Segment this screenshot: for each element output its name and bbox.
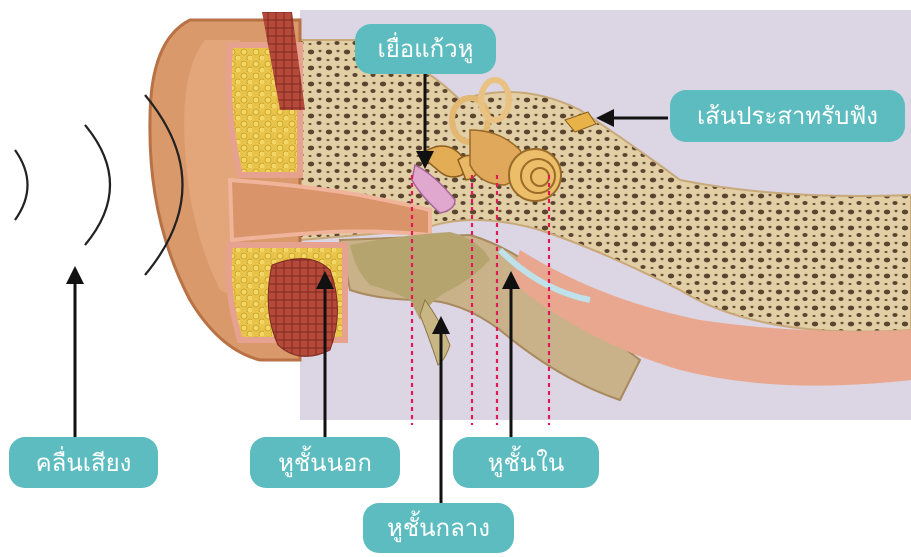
inner-ear-label: หูชั้นใน bbox=[453, 437, 599, 488]
outer-ear-label: หูชั้นนอก bbox=[250, 437, 400, 488]
auditory-nerve-label: เส้นประสาทรับฟัง bbox=[670, 90, 905, 142]
sound-wave-arc-2 bbox=[85, 125, 110, 245]
middle-ear-label: หูชั้นกลาง bbox=[363, 503, 514, 553]
sound-wave-arc-1 bbox=[15, 150, 28, 220]
eardrum-label: เยื่อแก้วหู bbox=[355, 24, 496, 74]
sound-wave-label: คลื่นเสียง bbox=[9, 437, 158, 488]
ear-illustration bbox=[150, 10, 911, 420]
